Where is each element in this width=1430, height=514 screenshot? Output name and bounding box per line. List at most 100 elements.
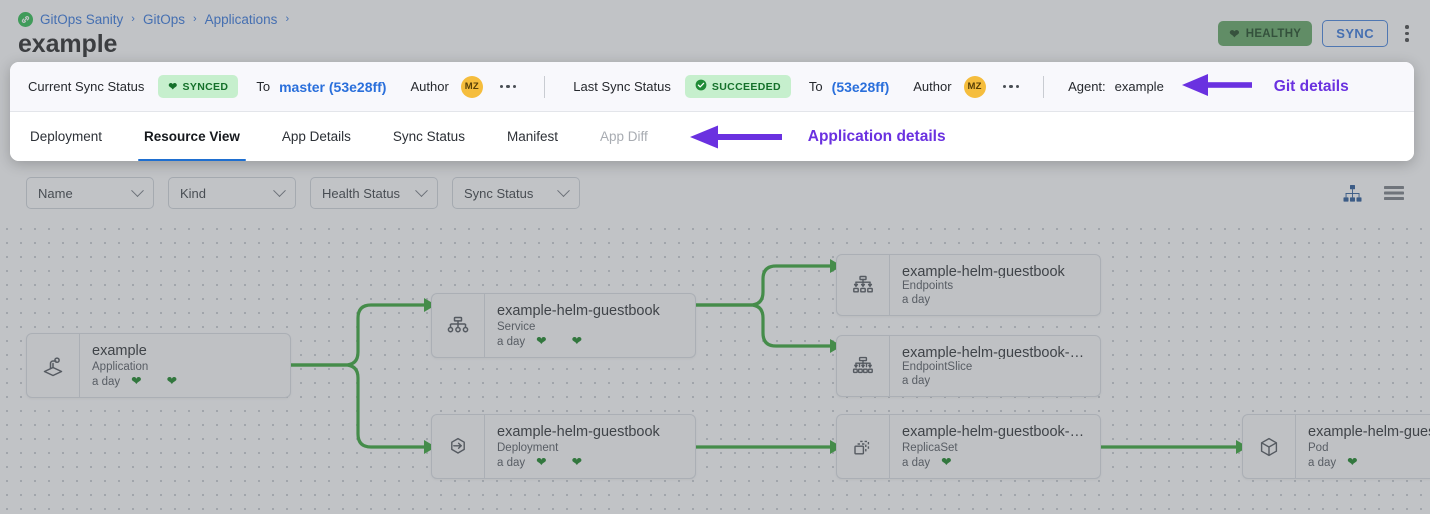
chevron-down-icon: [131, 183, 144, 197]
graph-node-body: example-helm-guestbook Service a day ❤ ❤: [484, 294, 695, 357]
filter-bar: Name Kind Health Status Sync Status: [0, 160, 1430, 226]
graph-node-title: example-helm-guestbook: [497, 424, 660, 441]
filter-sync-status-label: Sync Status: [464, 185, 534, 201]
breadcrumb: GitOps Sanity › GitOps › Applications ›: [18, 8, 290, 30]
annotation-text: Application details: [807, 127, 946, 145]
tab-app-details[interactable]: App Details: [280, 112, 353, 161]
status-badge-synced-label: SYNCED: [182, 80, 229, 93]
application-detail-card: Current Sync Status ❤ SYNCED To master (…: [10, 62, 1414, 161]
avatar-current: MZ: [460, 75, 483, 98]
breadcrumb-separator: ›: [285, 13, 290, 25]
annotation-arrow-application-details: [688, 112, 784, 161]
breadcrumb-item-2[interactable]: Applications: [204, 11, 278, 27]
kebab-menu-icon[interactable]: [1398, 22, 1416, 46]
health-heart-icon: ❤: [1347, 455, 1358, 470]
heart-icon: ❤: [1229, 26, 1240, 41]
resource-graph-canvas[interactable]: example Application a day ❤ ❤: [0, 222, 1430, 514]
last-sync-status-label: Last Sync Status: [573, 79, 671, 94]
divider: [544, 75, 546, 98]
revision-link-current[interactable]: master (53e28ff): [279, 78, 387, 95]
filter-health-status-select[interactable]: Health Status: [310, 177, 438, 209]
link-circle-icon: [18, 11, 33, 27]
graph-node-kind: Pod: [1308, 442, 1329, 455]
tree-view-icon[interactable]: [1343, 184, 1362, 202]
health-heart-icon: ❤: [536, 455, 547, 470]
graph-node-service[interactable]: example-helm-guestbook Service a day ❤ ❤: [431, 293, 696, 358]
annotation-arrow-git-details: [1181, 72, 1252, 101]
graph-node-body: example-helm-guestbook Deployment a day …: [484, 415, 695, 478]
graph-node-age: a day: [497, 335, 526, 348]
tab-app-diff: App Diff: [598, 112, 650, 161]
page-title: example: [18, 30, 118, 58]
filter-kind-select[interactable]: Kind: [168, 177, 296, 209]
graph-edges: [289, 259, 1248, 454]
avatar-last: MZ: [963, 75, 986, 98]
health-heart-icon: ❤: [941, 455, 952, 470]
graph-node-age: a day: [902, 456, 931, 469]
breadcrumb-item-0[interactable]: GitOps Sanity: [40, 11, 124, 27]
filter-name-label: Name: [38, 185, 73, 201]
graph-node-body: example-helm-guestbook-74... ReplicaSet …: [889, 415, 1100, 478]
endpointslice-icon: [837, 353, 889, 379]
graph-node-endpointslice[interactable]: example-helm-guestbook-ct... EndpointSli…: [836, 335, 1101, 397]
heart-icon: ❤: [168, 80, 178, 93]
graph-node-body: example-helm-guest Pod a day ❤: [1295, 415, 1430, 478]
argo-application-icon: [27, 353, 79, 379]
graph-node-replicaset[interactable]: example-helm-guestbook-74... ReplicaSet …: [836, 414, 1101, 479]
current-sync-status-label: Current Sync Status: [28, 79, 145, 94]
tab-bar: Deployment Resource View App Details Syn…: [10, 112, 1414, 161]
graph-node-body: example Application a day ❤ ❤: [79, 334, 290, 397]
status-badge-healthy-label: HEALTHY: [1245, 27, 1302, 40]
breadcrumb-item-1[interactable]: GitOps: [142, 11, 185, 27]
graph-node-application[interactable]: example Application a day ❤ ❤: [26, 333, 291, 398]
graph-node-title: example-helm-guestbook: [902, 264, 1065, 278]
graph-node-kind: EndpointSlice: [902, 361, 973, 373]
filter-name-select[interactable]: Name: [26, 177, 154, 209]
status-badge-succeeded: SUCCEEDED: [684, 75, 791, 98]
graph-node-endpoints[interactable]: example-helm-guestbook Endpoints a day: [836, 254, 1101, 316]
graph-node-meta: a day ❤ ❤: [497, 335, 685, 348]
status-badge-synced: ❤ SYNCED: [158, 75, 239, 98]
tab-label: Manifest: [506, 129, 558, 144]
graph-node-title: example-helm-guest: [1308, 424, 1430, 441]
tab-resource-view[interactable]: Resource View: [138, 112, 246, 161]
sync-button[interactable]: SYNC: [1322, 20, 1388, 47]
tab-label: App Diff: [599, 129, 648, 144]
chevron-down-icon: [557, 183, 570, 197]
tab-label: Sync Status: [392, 129, 465, 144]
list-view-icon[interactable]: [1384, 185, 1404, 201]
filter-health-status-label: Health Status: [322, 185, 401, 201]
sync-heart-icon: ❤: [571, 455, 583, 470]
filter-sync-status-select[interactable]: Sync Status: [452, 177, 580, 209]
tab-sync-status[interactable]: Sync Status: [391, 112, 467, 161]
graph-node-meta: a day: [902, 294, 1090, 306]
author-label-last: Author: [913, 79, 952, 94]
graph-node-pod[interactable]: example-helm-guest Pod a day ❤: [1242, 414, 1430, 479]
to-label-last: To: [808, 79, 823, 94]
ellipsis-icon-last[interactable]: [1002, 84, 1020, 89]
graph-node-meta: a day ❤: [902, 456, 1090, 469]
annotation-label-git-details: Git details: [1273, 77, 1349, 95]
graph-node-deployment[interactable]: example-helm-guestbook Deployment a day …: [431, 414, 696, 479]
graph-node-age: a day: [902, 375, 931, 387]
sync-heart-icon: ❤: [166, 374, 178, 389]
graph-node-kind: Application: [92, 361, 149, 374]
graph-node-title: example-helm-guestbook: [497, 303, 660, 320]
graph-node-kind: Deployment: [497, 442, 559, 455]
graph-node-body: example-helm-guestbook-ct... EndpointSli…: [889, 336, 1100, 396]
graph-node-age: a day: [902, 294, 931, 306]
replicaset-icon: [837, 434, 889, 460]
tab-label: Deployment: [30, 129, 103, 144]
sync-heart-icon: ❤: [571, 334, 583, 349]
ellipsis-icon-current[interactable]: [499, 84, 517, 89]
graph-node-kind: ReplicaSet: [902, 442, 958, 455]
view-toggle-group: [1343, 184, 1404, 202]
graph-node-title: example-helm-guestbook-74...: [902, 424, 1090, 441]
agent-value: example: [1114, 79, 1164, 94]
revision-link-last[interactable]: (53e28ff): [831, 78, 890, 95]
author-label-current: Author: [410, 79, 449, 94]
top-actions: ❤ HEALTHY SYNC: [1218, 20, 1416, 47]
tab-manifest[interactable]: Manifest: [505, 112, 560, 161]
graph-node-body: example-helm-guestbook Endpoints a day: [889, 255, 1100, 315]
tab-deployment[interactable]: Deployment: [28, 112, 104, 161]
